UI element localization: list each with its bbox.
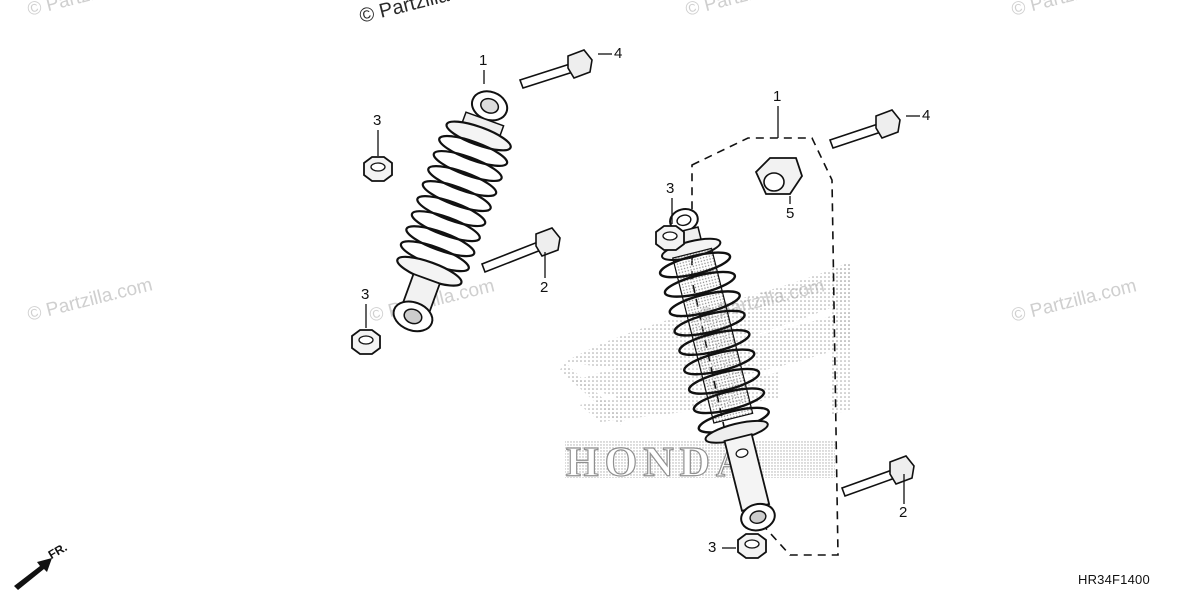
callout-2-right: 2 xyxy=(899,504,908,521)
front-direction-arrow xyxy=(14,558,52,590)
callout-3-right-lower: 3 xyxy=(708,539,717,556)
right-bolt-upper xyxy=(828,109,901,150)
callout-2-left: 2 xyxy=(540,279,549,296)
left-nut-upper xyxy=(363,156,393,182)
right-shock-absorber xyxy=(658,208,776,532)
brand-wordmark: HONDA xyxy=(566,440,752,486)
callout-5: 5 xyxy=(786,205,795,222)
diagram-code: HR34F1400 xyxy=(1078,572,1150,587)
left-nut-lower xyxy=(351,329,381,355)
callout-4-right: 4 xyxy=(922,107,931,124)
right-bolt-lower xyxy=(840,455,915,498)
leader-lines xyxy=(365,53,920,549)
right-nut-lower xyxy=(737,533,767,559)
left-shock-absorber xyxy=(392,90,512,333)
left-bolt-upper xyxy=(518,49,593,89)
callout-3-right-upper: 3 xyxy=(666,180,675,197)
callout-1-left: 1 xyxy=(479,52,488,69)
callout-4-left: 4 xyxy=(614,45,623,62)
left-bolt-lower xyxy=(480,227,561,274)
callout-1-right: 1 xyxy=(773,88,782,105)
right-shock-assembly-outline xyxy=(691,137,839,556)
callout-3-left-upper: 3 xyxy=(373,112,382,129)
callout-3-left-lower: 3 xyxy=(361,286,370,303)
right-nut-upper xyxy=(655,225,685,251)
bushing xyxy=(754,157,803,195)
